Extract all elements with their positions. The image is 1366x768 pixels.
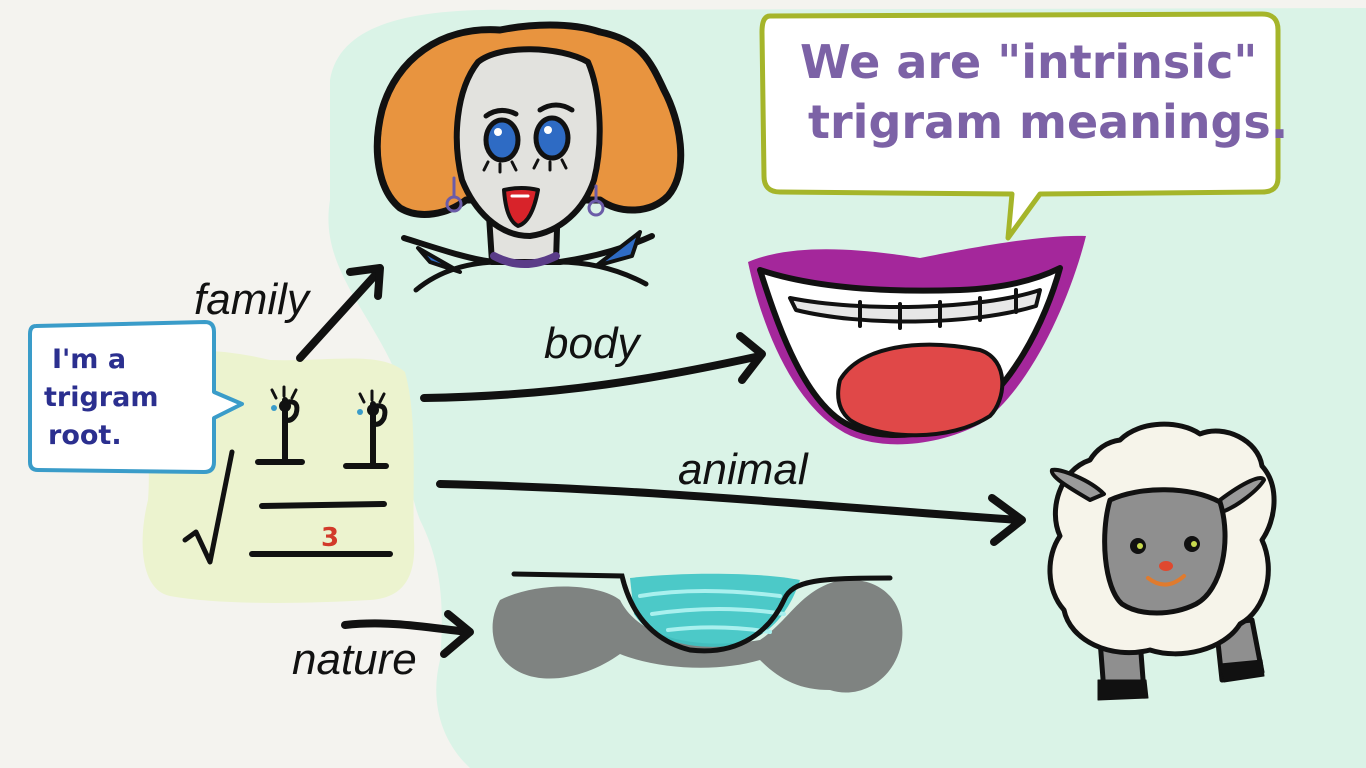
- label-body: body: [544, 319, 642, 368]
- water-pit-icon: [492, 571, 903, 693]
- mouth-icon: [748, 235, 1086, 445]
- root-bubble-line-3: root.: [48, 420, 122, 451]
- arrow-body: [420, 332, 766, 402]
- trigram-number: 3: [321, 523, 339, 553]
- sheep-icon: [1047, 421, 1277, 701]
- label-family: family: [194, 275, 312, 324]
- arrow-family: [296, 264, 384, 362]
- root-bubble-line-1: I'm a: [52, 344, 126, 375]
- label-nature: nature: [292, 635, 417, 684]
- mouth-speech-bubble: We are "intrinsic" trigram meanings.: [759, 11, 1288, 241]
- arrow-nature: [341, 610, 474, 658]
- mouth-bubble-line-2: trigram meanings.: [808, 95, 1288, 149]
- mouth-bubble-line-1: We are "intrinsic": [800, 35, 1257, 89]
- woman-face-icon: [373, 21, 685, 293]
- arrow-animal: [436, 480, 1026, 546]
- root-bubble-line-2: trigram: [44, 382, 158, 413]
- root-speech-bubble: I'm a trigram root.: [28, 320, 244, 474]
- label-animal: animal: [678, 445, 809, 494]
- trigram-root-icon: [182, 385, 393, 565]
